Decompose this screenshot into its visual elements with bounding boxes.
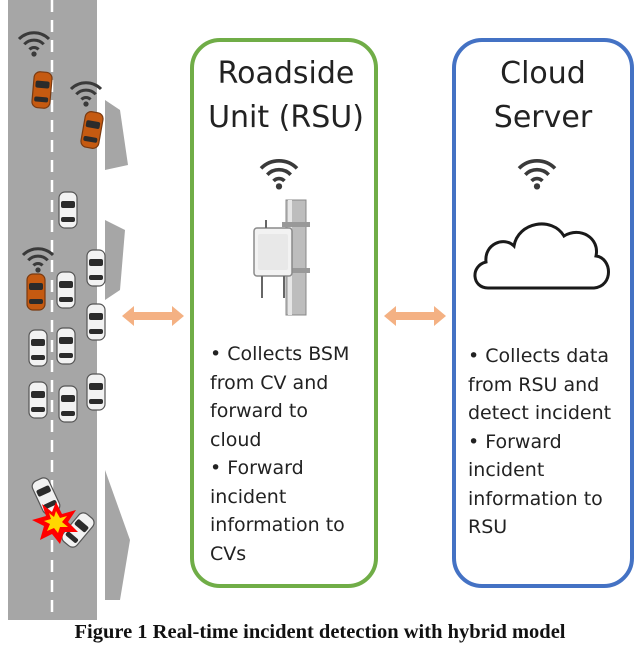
car-icon (86, 249, 106, 287)
cloud-title-line1: Cloud (500, 56, 586, 91)
cloud-title-line2: Server (493, 100, 593, 135)
car-icon (58, 385, 78, 423)
cloud-title: Cloud Server (454, 52, 632, 140)
cloud-description: • Collects data from RSU and detect inci… (468, 345, 612, 538)
car-icon (56, 327, 76, 365)
incident-detection-diagram (0, 0, 634, 620)
rsu-title: Roadside Unit (RSU) (190, 52, 382, 140)
car-icon (28, 329, 48, 367)
car-icon (56, 271, 76, 309)
bidirectional-arrow-icon (122, 306, 184, 326)
rsu-description: • Collects BSM from CV and forward to cl… (210, 343, 350, 565)
car-icon (26, 273, 46, 311)
rsu-title-line1: Roadside (217, 56, 355, 91)
crash-icon (32, 502, 78, 544)
car-icon (58, 191, 78, 229)
cloud-icon (473, 222, 610, 290)
car-icon (28, 381, 48, 419)
rsu-title-line2: Unit (RSU) (208, 100, 364, 135)
car-icon (30, 70, 54, 110)
bidirectional-arrow-icon (384, 306, 446, 326)
cloud-panel (452, 38, 634, 588)
rsu-panel (190, 38, 378, 588)
car-icon (86, 303, 106, 341)
figure-caption: Figure 1 Real-time incident detection wi… (74, 621, 566, 643)
rsu-device-icon (253, 199, 310, 316)
car-icon (86, 373, 106, 411)
